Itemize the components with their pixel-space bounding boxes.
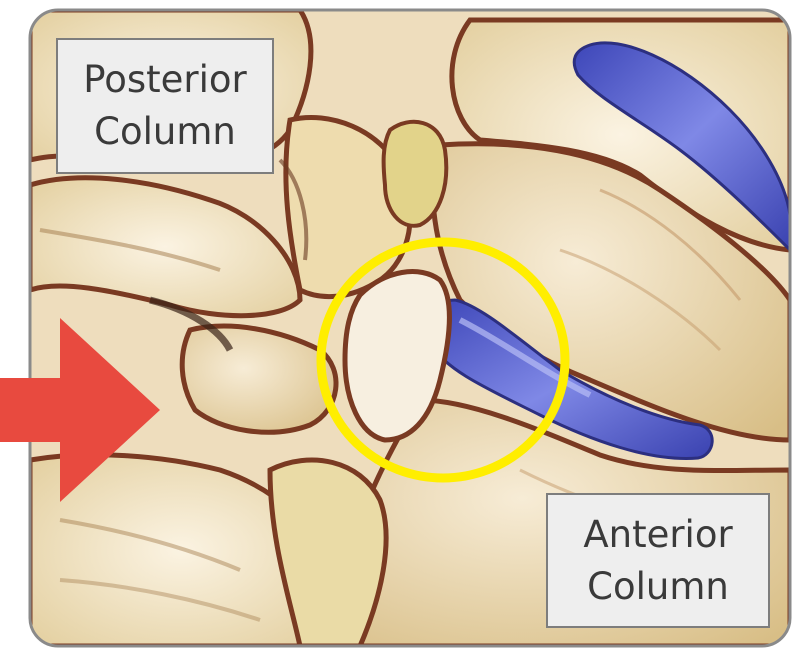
posterior-label-line2: Column bbox=[94, 106, 236, 158]
anterior-label-line2: Column bbox=[587, 561, 729, 613]
posterior-label-line1: Posterior bbox=[83, 54, 247, 106]
posterior-column-label: Posterior Column bbox=[56, 38, 274, 174]
anterior-label-line1: Anterior bbox=[583, 509, 732, 561]
upper-facet bbox=[384, 122, 447, 226]
anterior-column-label: Anterior Column bbox=[546, 493, 770, 628]
